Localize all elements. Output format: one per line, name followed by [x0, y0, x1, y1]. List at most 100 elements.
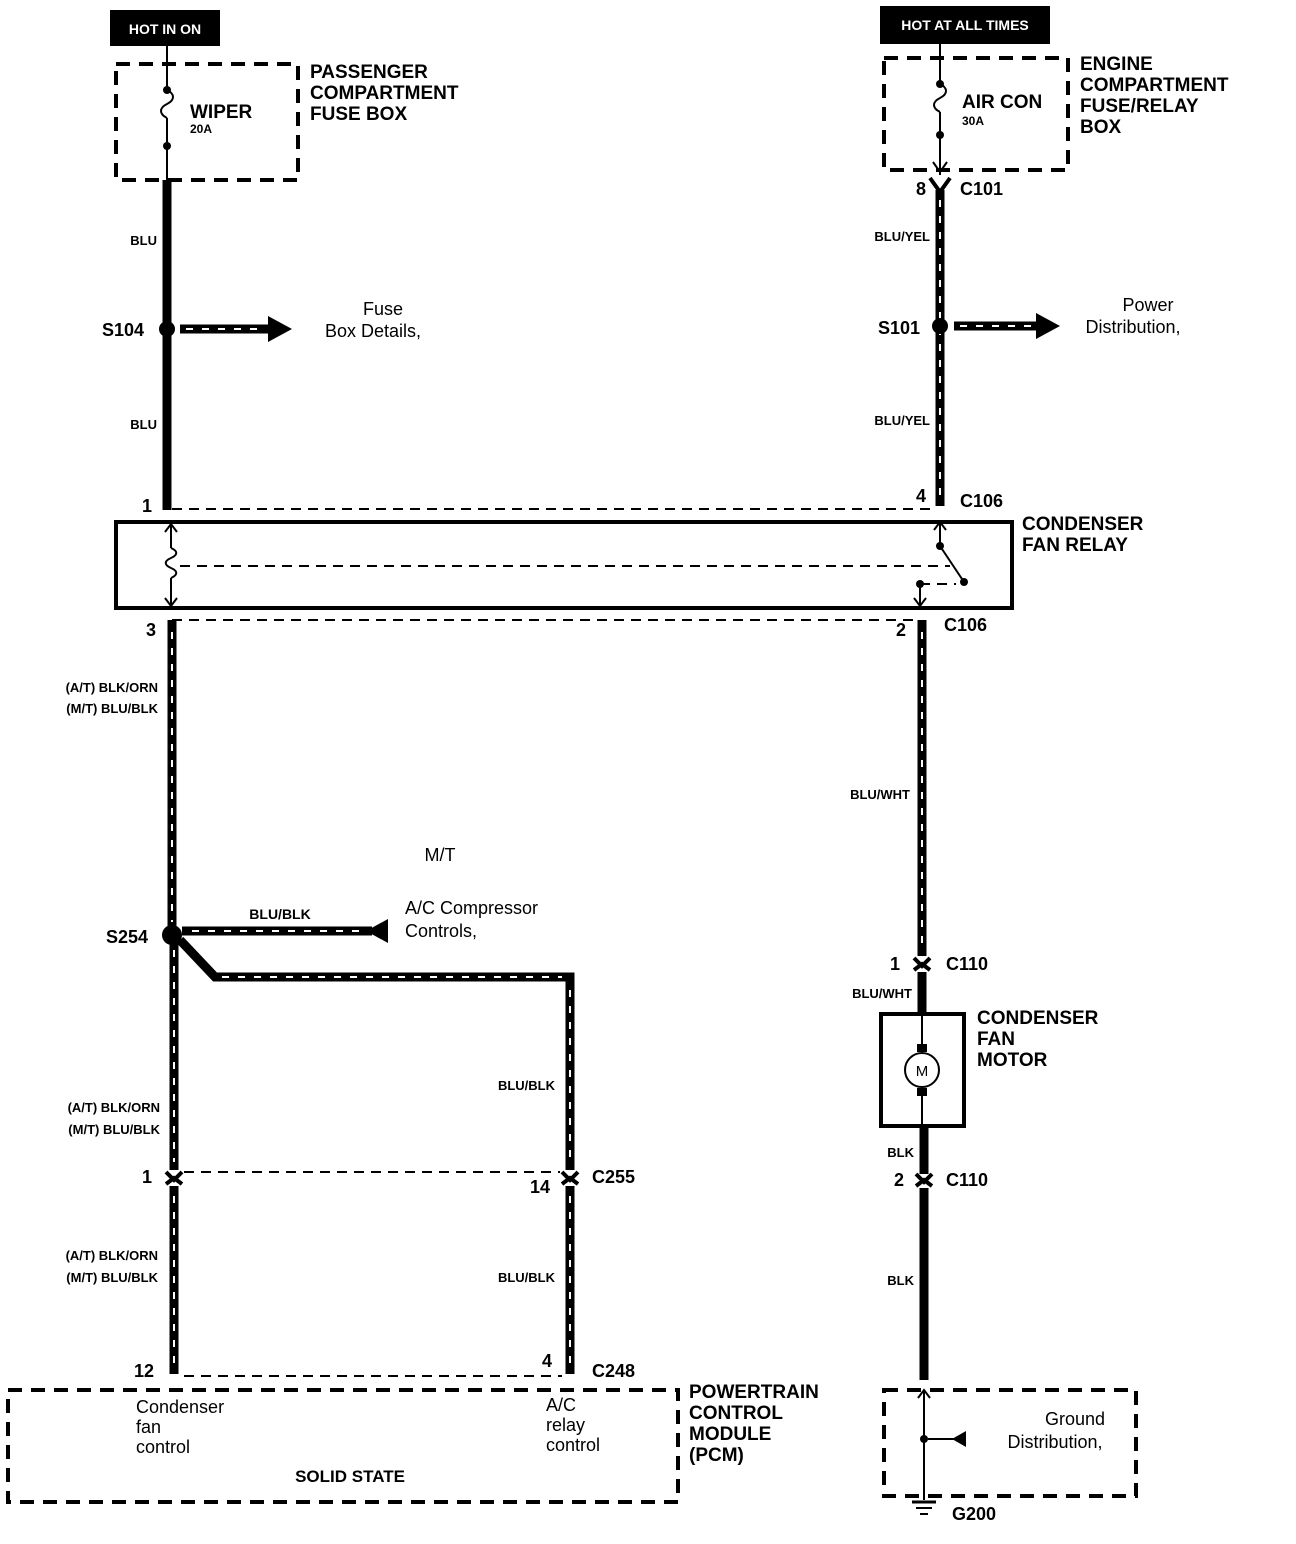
wire-label-blk-2: BLK	[887, 1273, 914, 1288]
c255-pin-1: 1	[142, 1167, 152, 1187]
passenger-fuse-box-title-3: FUSE BOX	[310, 104, 407, 125]
passenger-fuse-box	[114, 62, 300, 182]
wire-label-mt-1: (M/T) BLU/BLK	[66, 701, 158, 716]
c255-connector	[164, 1170, 580, 1186]
c110-bottom-connector	[914, 1172, 934, 1188]
relay-pin-2: 2	[896, 620, 906, 640]
s101-reference-arrow[interactable]	[954, 313, 1060, 339]
engine-fuse-relay-box	[882, 56, 1070, 172]
motor-symbol	[904, 1016, 940, 1124]
splice-s104-label: S104	[102, 320, 144, 340]
pcm-cond-fan-1: Condenser	[136, 1397, 224, 1417]
wire-label-blu-wht-2: BLU/WHT	[852, 986, 912, 1001]
fan-motor-title-1: CONDENSER	[977, 1008, 1099, 1029]
splice-s101	[932, 318, 948, 334]
hot-at-all-times-label: HOT AT ALL TIMES	[880, 6, 1050, 44]
c101-label: C101	[960, 179, 1003, 199]
relay-pin-1: 1	[142, 496, 152, 516]
hot-in-on-label: HOT IN ON	[110, 10, 220, 46]
wire-label-blu-blk-right-1: BLU/BLK	[498, 1078, 556, 1093]
passenger-fuse-box-title-1: PASSENGER	[310, 62, 428, 83]
ac-compressor-ref-1[interactable]: A/C Compressor	[405, 898, 538, 918]
passenger-fuse-box-title-2: COMPARTMENT	[310, 83, 459, 104]
splice-s104	[159, 321, 175, 337]
svg-text:HOT IN ON: HOT IN ON	[129, 21, 201, 37]
relay-title-1: CONDENSER	[1022, 514, 1144, 535]
s101-ref-text-1: Power	[1122, 295, 1173, 315]
c101-pin-8: 8	[916, 179, 926, 199]
wire-label-at-2: (A/T) BLK/ORN	[68, 1100, 160, 1115]
splice-s254-label: S254	[106, 927, 148, 947]
engine-fuse-box-title-1: ENGINE	[1080, 54, 1153, 75]
c255-label: C255	[592, 1167, 635, 1187]
fan-motor-title-3: MOTOR	[977, 1050, 1048, 1071]
ground-ref-2[interactable]: Distribution,	[1007, 1432, 1102, 1452]
wire-label-blu-yel-1: BLU/YEL	[874, 229, 930, 244]
pcm-box	[6, 1388, 680, 1504]
ground-g200-label: G200	[952, 1504, 996, 1524]
s104-ref-text-1: Fuse	[363, 299, 403, 319]
svg-text:HOT AT ALL TIMES: HOT AT ALL TIMES	[901, 17, 1029, 33]
wire-label-blu-blk-branch: BLU/BLK	[249, 906, 310, 922]
wire-blu-blk-to-ac-compressor	[182, 919, 388, 943]
c248-pin-12: 12	[134, 1361, 154, 1381]
wire-label-blu-2: BLU	[130, 417, 157, 432]
c110-pin-2: 2	[894, 1170, 904, 1190]
wiper-fuse-symbol	[160, 46, 174, 182]
mt-label: M/T	[425, 845, 456, 865]
s101-ref-text-2: Distribution,	[1085, 317, 1180, 337]
c248-pin-4: 4	[542, 1351, 552, 1371]
wire-blu-blk-to-c255-right	[176, 936, 575, 1170]
pcm-ac-relay-3: control	[546, 1435, 600, 1455]
wire-label-mt-2: (M/T) BLU/BLK	[68, 1122, 160, 1137]
ground-box	[882, 1388, 1138, 1498]
engine-fuse-box-title-4: BOX	[1080, 117, 1122, 138]
c255-pin-14: 14	[530, 1177, 550, 1197]
pcm-ac-relay-2: relay	[546, 1415, 585, 1435]
c248-label: C248	[592, 1361, 635, 1381]
air-con-fuse-name: AIR CON	[962, 92, 1042, 113]
ac-compressor-ref-2[interactable]: Controls,	[405, 921, 477, 941]
pcm-title-3: MODULE	[689, 1424, 771, 1445]
wire-label-blu-1: BLU	[130, 233, 157, 248]
wire-label-mt-3: (M/T) BLU/BLK	[66, 1270, 158, 1285]
wiper-fuse-rating: 20A	[190, 122, 212, 136]
fan-motor-title-2: FAN	[977, 1029, 1015, 1050]
relay-pin-3: 3	[146, 620, 156, 640]
c110-bottom-label: C110	[946, 1170, 988, 1190]
relay-switch-symbol	[913, 520, 968, 608]
s104-reference-arrow[interactable]	[180, 316, 292, 342]
wire-label-blk-1: BLK	[887, 1145, 914, 1160]
engine-fuse-box-title-2: COMPARTMENT	[1080, 75, 1229, 96]
air-con-fuse-symbol	[932, 44, 948, 175]
pcm-cond-fan-2: fan	[136, 1417, 161, 1437]
c110-pin-1: 1	[890, 954, 900, 974]
relay-pin-4: 4	[916, 486, 926, 506]
s104-ref-text-2: Box Details,	[325, 321, 421, 341]
relay-title-2: FAN RELAY	[1022, 535, 1128, 556]
engine-fuse-box-title-3: FUSE/RELAY	[1080, 96, 1199, 117]
c106-top-label: C106	[960, 491, 1003, 511]
c101-connector	[928, 176, 952, 196]
condenser-fan-relay-box	[114, 520, 1014, 610]
pcm-solid-state: SOLID STATE	[295, 1467, 405, 1486]
pcm-title-4: (PCM)	[689, 1445, 744, 1466]
wire-label-blu-wht-1: BLU/WHT	[850, 787, 910, 802]
pcm-cond-fan-3: control	[136, 1437, 190, 1457]
ground-symbol	[912, 1388, 966, 1515]
wire-label-blu-blk-right-2: BLU/BLK	[498, 1270, 556, 1285]
air-con-fuse-rating: 30A	[962, 114, 984, 128]
relay-coil-symbol	[164, 522, 950, 608]
c106-bottom-label: C106	[944, 615, 987, 635]
wire-label-blu-yel-2: BLU/YEL	[874, 413, 930, 428]
c110-top-connector	[912, 956, 932, 972]
wiper-fuse-name: WIPER	[190, 102, 253, 123]
ground-ref-1[interactable]: Ground	[1045, 1409, 1105, 1429]
c110-top-label: C110	[946, 954, 988, 974]
wire-label-at-1: (A/T) BLK/ORN	[66, 680, 158, 695]
pcm-title-2: CONTROL	[689, 1403, 783, 1424]
pcm-ac-relay-1: A/C	[546, 1395, 576, 1415]
motor-m-label: M	[916, 1063, 929, 1080]
wire-label-at-3: (A/T) BLK/ORN	[66, 1248, 158, 1263]
